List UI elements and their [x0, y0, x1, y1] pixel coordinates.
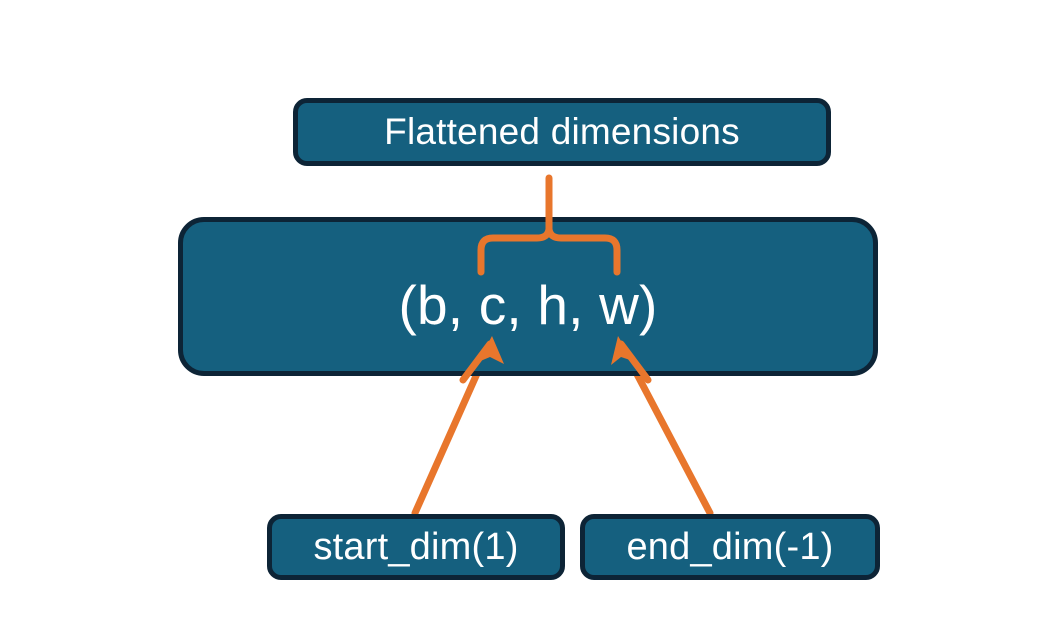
end-dim-box: end_dim(-1) [580, 514, 880, 580]
end-dim-label: end_dim(-1) [626, 525, 834, 568]
tensor-shape-box: (b, c, h, w) [178, 217, 878, 376]
start-dim-box: start_dim(1) [267, 514, 565, 580]
tensor-shape-label: (b, c, h, w) [398, 273, 658, 336]
flattened-dimensions-label: Flattened dimensions [384, 111, 740, 152]
start-dim-label: start_dim(1) [313, 525, 519, 568]
flattened-dimensions-box: Flattened dimensions [293, 98, 831, 166]
